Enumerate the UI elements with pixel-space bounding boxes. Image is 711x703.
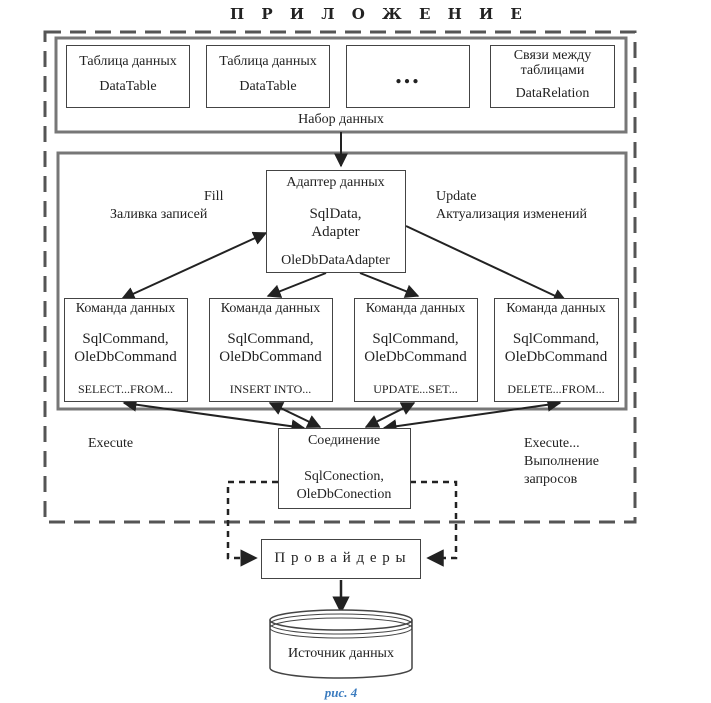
update-to-connection-arrow xyxy=(364,402,416,428)
datatable-box-2: Таблица данных DataTable xyxy=(206,45,330,108)
command-delete-sql: SqlCommand, xyxy=(512,331,600,347)
datatable-2-name: DataTable xyxy=(239,79,297,94)
command-delete-title: Команда данных xyxy=(506,301,606,316)
command-delete-box: Команда данных SqlCommand, OleDbCommand … xyxy=(494,298,619,402)
adapter-to-insert-arrow xyxy=(266,272,327,298)
execute-right-desc-1: Выполнение xyxy=(524,454,599,469)
command-insert-oledb: OleDbCommand xyxy=(219,349,322,365)
ellipsis-text: ... xyxy=(395,60,421,89)
command-insert-title: Команда данных xyxy=(220,301,321,316)
command-update-oledb: OleDbCommand xyxy=(364,349,467,365)
datarelation-name: DataRelation xyxy=(515,86,590,101)
providers-box: П р о в а й д е р ы xyxy=(261,539,421,579)
providers-label: П р о в а й д е р ы xyxy=(274,550,407,566)
command-insert-box: Команда данных SqlCommand, OleDbCommand … xyxy=(209,298,333,402)
fill-label: Fill xyxy=(204,189,224,204)
command-update-sql: SqlCommand, xyxy=(372,331,459,347)
command-insert-sql: SqlCommand, xyxy=(227,331,314,347)
command-update-query: UPDATE...SET... xyxy=(373,382,458,396)
dataset-label: Набор данных xyxy=(298,112,384,127)
datarelation-box: Связи между таблицами DataRelation xyxy=(490,45,615,108)
connection-box: Соединение SqlConection, OleDbConection xyxy=(278,428,411,509)
figure-caption: рис. 4 xyxy=(324,685,358,700)
datasource-cylinder xyxy=(269,609,413,679)
connection-sql: SqlConection, xyxy=(304,469,384,484)
command-update-box: Команда данных SqlCommand, OleDbCommand … xyxy=(354,298,478,402)
adapter-title: Адаптер данных xyxy=(286,175,385,190)
datasource-label: Источник данных xyxy=(288,646,394,661)
adapter-oledb: OleDbDataAdapter xyxy=(281,253,390,268)
update-label: Update xyxy=(436,189,477,204)
fill-desc: Заливка записей xyxy=(110,207,208,222)
adapter-to-update-arrow xyxy=(359,272,420,298)
command-delete-oledb: OleDbCommand xyxy=(504,349,608,365)
command-delete-query: DELETE...FROM... xyxy=(507,382,605,396)
diagram-title: П Р И Л О Ж Е Н И Е xyxy=(230,5,528,23)
command-select-query: SELECT...FROM... xyxy=(77,382,174,396)
command-select-box: Команда данных SqlCommand, OleDbCommand … xyxy=(64,298,188,402)
fill-arrow xyxy=(120,231,268,301)
execute-right-label: Execute... xyxy=(524,436,580,451)
ellipsis-box: ... xyxy=(346,45,470,108)
datarelation-title-1: Связи между xyxy=(513,48,592,63)
execute-left-label: Execute xyxy=(88,436,134,451)
datatable-1-name: DataTable xyxy=(99,79,157,94)
connection-to-providers-right xyxy=(410,480,458,567)
execute-right-desc-2: запросов xyxy=(524,472,578,487)
datatable-box-1: Таблица данных DataTable xyxy=(66,45,190,108)
adapter-adapter: Adapter xyxy=(311,224,360,240)
data-adapter-box: Адаптер данных SqlData, Adapter OleDbDat… xyxy=(266,170,406,273)
command-select-oledb: OleDbCommand xyxy=(74,349,177,365)
connection-oledb: OleDbConection xyxy=(296,487,392,502)
command-insert-query: INSERT INTO... xyxy=(229,382,312,396)
datarelation-title-2: таблицами xyxy=(520,63,585,78)
command-select-title: Команда данных xyxy=(75,301,176,316)
insert-to-connection-arrow xyxy=(268,402,322,428)
command-select-sql: SqlCommand, xyxy=(82,331,169,347)
connection-title: Соединение xyxy=(307,433,381,448)
datatable-2-title: Таблица данных xyxy=(219,54,317,69)
command-update-title: Команда данных xyxy=(365,301,466,316)
datatable-1-title: Таблица данных xyxy=(79,54,177,69)
delete-to-connection-arrow xyxy=(382,397,562,434)
adapter-sqldata: SqlData, xyxy=(309,206,362,222)
application-frame xyxy=(43,30,637,524)
update-arrow xyxy=(405,225,568,302)
update-desc: Актуализация изменений xyxy=(436,207,588,222)
connection-to-providers-left xyxy=(226,480,278,567)
